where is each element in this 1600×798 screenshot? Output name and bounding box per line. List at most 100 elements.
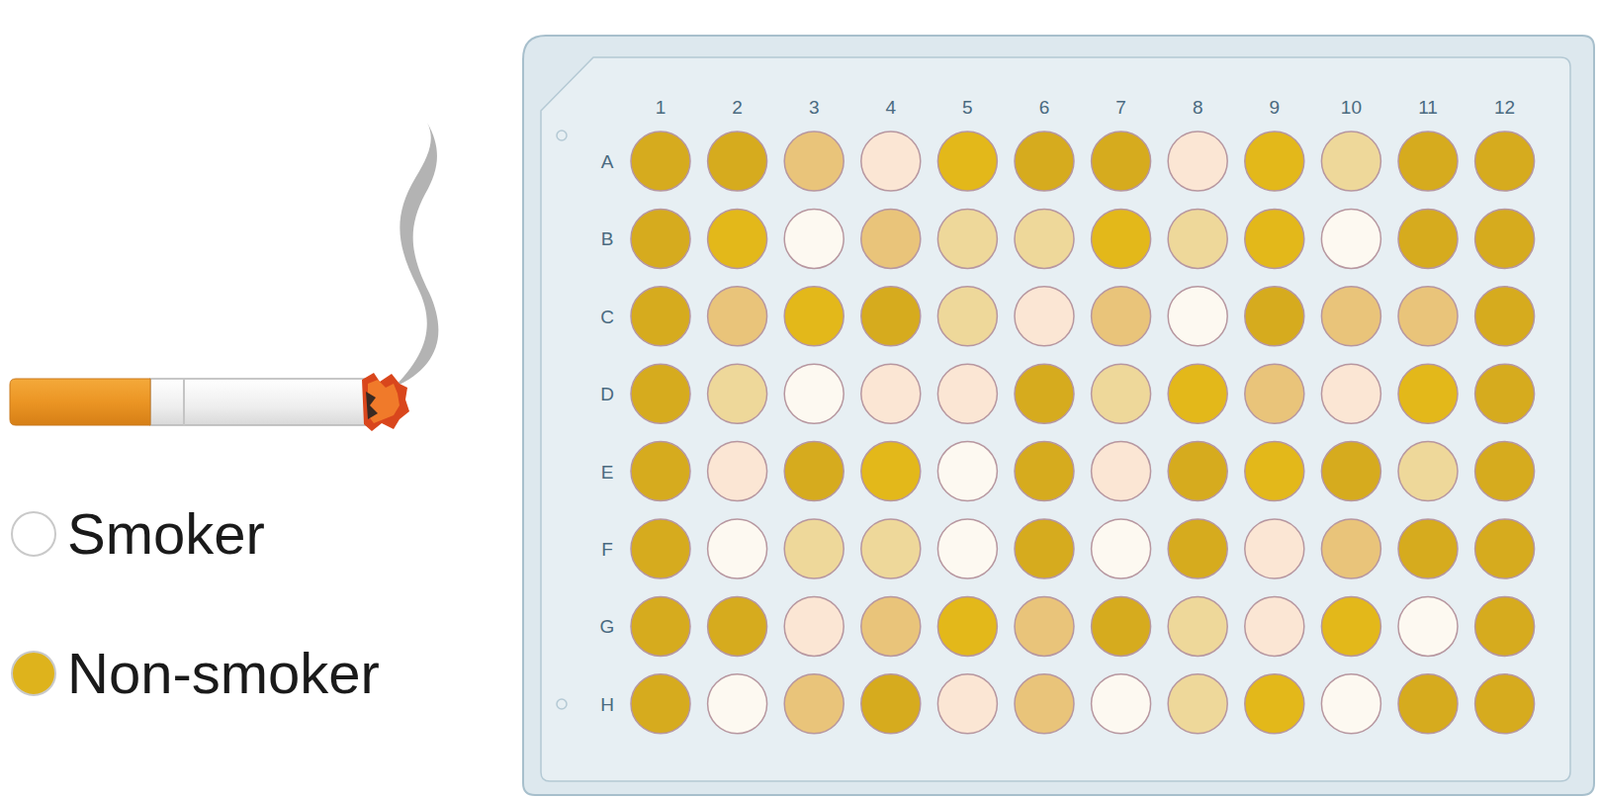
well [630, 363, 691, 424]
well [1321, 286, 1381, 347]
well [861, 442, 921, 502]
well [630, 286, 691, 347]
well [937, 674, 997, 734]
well [861, 208, 921, 268]
row-letter: F [601, 539, 614, 559]
well [1475, 674, 1535, 734]
well [1091, 519, 1152, 579]
well [1167, 519, 1228, 579]
well [1167, 286, 1228, 347]
well [1091, 208, 1152, 268]
well [937, 363, 997, 424]
well-plate [523, 35, 1595, 796]
well [708, 286, 768, 347]
well [708, 131, 768, 191]
well [1244, 363, 1305, 424]
well [1167, 363, 1228, 424]
well [708, 674, 768, 734]
well [861, 519, 921, 579]
well [784, 131, 844, 191]
well [937, 519, 997, 579]
column-number: 1 [655, 97, 667, 117]
row-letter: D [600, 384, 615, 404]
well [1398, 286, 1458, 347]
column-number: 8 [1192, 97, 1204, 117]
well [630, 674, 691, 734]
well [1014, 674, 1074, 734]
well [1091, 131, 1152, 191]
legend-swatch [10, 650, 57, 697]
well [1398, 442, 1458, 502]
well [1167, 442, 1228, 502]
plate-notch [556, 699, 567, 710]
well [1244, 286, 1305, 347]
well [937, 131, 997, 191]
well [1398, 674, 1458, 734]
column-number: 7 [1115, 97, 1127, 117]
well [1167, 131, 1228, 191]
row-letter: A [601, 152, 615, 172]
well [784, 286, 844, 347]
paper-band [182, 378, 185, 426]
well [1321, 519, 1381, 579]
ember [361, 372, 410, 432]
plate-top [540, 57, 1571, 782]
row-letter: C [600, 306, 615, 326]
ash [365, 391, 378, 420]
well [708, 519, 768, 579]
row-letter: H [600, 694, 615, 713]
smoke [393, 122, 439, 388]
plate-body [523, 35, 1595, 796]
well [937, 286, 997, 347]
column-number: 2 [731, 97, 743, 117]
well [1091, 596, 1152, 656]
well [784, 596, 844, 656]
well [1014, 363, 1074, 424]
well [784, 674, 844, 734]
well [1014, 596, 1074, 656]
well [1167, 208, 1228, 268]
column-number: 6 [1039, 97, 1051, 117]
well [1321, 596, 1381, 656]
well [861, 286, 921, 347]
well [861, 363, 921, 424]
well [1244, 442, 1305, 502]
legend-swatch [10, 511, 57, 557]
well [1475, 363, 1535, 424]
column-number: 4 [886, 97, 897, 117]
well [1014, 131, 1074, 191]
well [1167, 674, 1228, 734]
well [1014, 519, 1074, 579]
well [1014, 442, 1074, 502]
legend-label: Non-smoker [67, 644, 380, 703]
column-number: 5 [962, 97, 974, 117]
legend-label: Smoker [67, 505, 266, 563]
well [708, 208, 768, 268]
well [708, 363, 768, 424]
well [784, 363, 844, 424]
well [1091, 363, 1152, 424]
well [708, 596, 768, 656]
row-letter: E [601, 461, 615, 481]
well [1321, 131, 1381, 191]
well-grid [630, 131, 1535, 734]
well [1321, 363, 1381, 424]
well [1244, 131, 1305, 191]
well [1244, 519, 1305, 579]
well [1321, 208, 1381, 268]
well [1475, 596, 1535, 656]
well [784, 208, 844, 268]
well [1321, 674, 1381, 734]
well [784, 442, 844, 502]
well [1091, 674, 1152, 734]
well [937, 596, 997, 656]
well [861, 596, 921, 656]
well [630, 519, 691, 579]
column-number: 9 [1269, 97, 1281, 117]
well [1244, 596, 1305, 656]
well [1398, 519, 1458, 579]
well [630, 208, 691, 268]
cigarette-filter [9, 378, 151, 426]
well [630, 596, 691, 656]
column-number: 12 [1494, 97, 1515, 117]
